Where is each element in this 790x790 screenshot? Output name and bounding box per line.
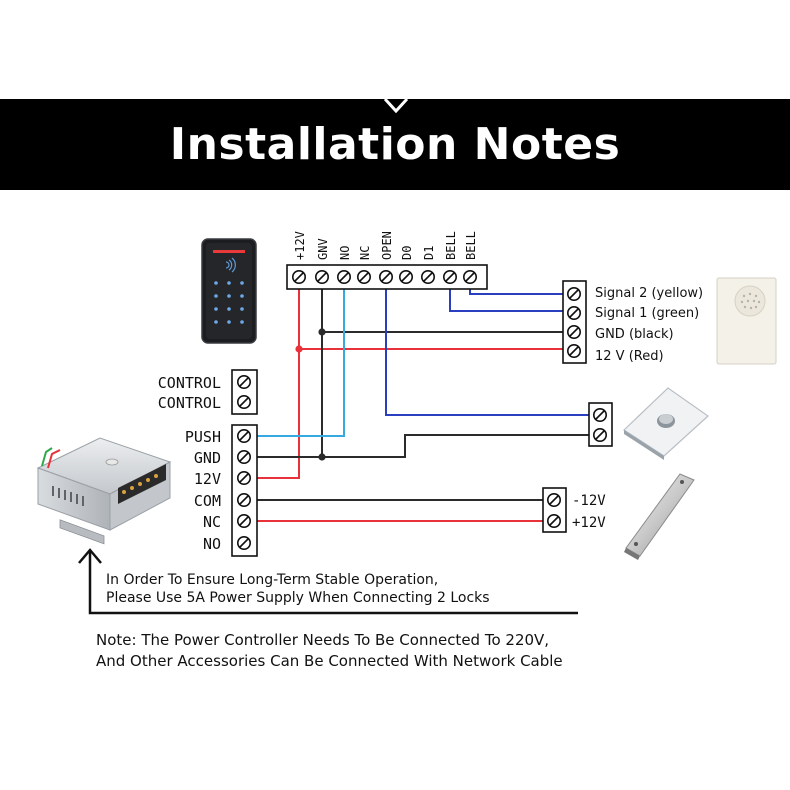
controller-terminal-labels: +12V GNV NO NC OPEN D0 D1 BELL BELL — [293, 231, 478, 260]
exit-button-device — [623, 387, 709, 460]
wire-navy-open — [385, 277, 590, 416]
control-label: CONTROL — [158, 394, 221, 412]
lock-terminal-block — [542, 487, 567, 533]
wire-red-12v-supply — [257, 277, 300, 479]
lock-minus-label: -12V — [572, 493, 606, 509]
doorbell-device — [716, 277, 777, 365]
terminal-label: D0 — [400, 246, 414, 260]
doorbell-terminal-block — [562, 280, 587, 364]
lock-plus-label: +12V — [572, 515, 606, 531]
title-banner: Installation Notes — [0, 98, 790, 190]
nc-label: NC — [203, 513, 221, 531]
12v-label: 12V — [194, 470, 221, 488]
terminal-label: +12V — [293, 231, 307, 260]
arrow-notes: In Order To Ensure Long-Term Stable Oper… — [106, 572, 490, 606]
exit-button-terminal-block — [588, 402, 613, 447]
terminal-label: NO — [338, 246, 352, 260]
wire-black-gnd-button — [322, 434, 590, 458]
control-label: CONTROL — [158, 374, 221, 392]
magnetic-lock-device — [624, 473, 695, 560]
junction-dot — [295, 345, 303, 353]
note-line-2: And Other Accessories Can Be Connected W… — [96, 652, 563, 670]
arrow-note-line-2: Please Use 5A Power Supply When Connecti… — [106, 590, 490, 606]
junction-dot — [318, 453, 326, 461]
doorbell-labels: Signal 2 (yellow) Signal 1 (green) GND (… — [595, 286, 703, 364]
keypad-keys — [214, 281, 244, 324]
rfid-icon — [225, 257, 236, 273]
push-label: PUSH — [185, 428, 221, 446]
signal-1-label: Signal 1 (green) — [595, 306, 699, 321]
note-line-1: Note: The Power Controller Needs To Be C… — [96, 631, 549, 649]
arrow-up-icon — [78, 548, 102, 564]
control-labels: CONTROL CONTROL — [158, 374, 221, 412]
control-terminal-block — [231, 369, 258, 415]
bottom-note: Note: The Power Controller Needs To Be C… — [96, 631, 563, 670]
power-supply-labels: PUSH GND 12V COM NC NO — [185, 428, 221, 553]
power-supply-device — [36, 437, 172, 545]
lock-labels: -12V +12V — [572, 493, 606, 531]
terminal-label: D1 — [422, 246, 436, 260]
keypad-reader — [201, 238, 257, 344]
page-title: Installation Notes — [169, 119, 621, 170]
terminal-label: NC — [358, 246, 372, 260]
signal-2-label: Signal 2 (yellow) — [595, 286, 703, 301]
no-label: NO — [203, 535, 221, 553]
gnd-label: GND (black) — [595, 327, 674, 342]
wire-black-gnd — [257, 277, 323, 458]
terminal-label: BELL — [464, 231, 478, 260]
12v-label: 12 V (Red) — [595, 349, 664, 364]
power-supply-terminal-block — [231, 424, 258, 557]
terminal-label: GNV — [316, 238, 330, 260]
notice-arrow — [78, 548, 578, 615]
terminal-label: BELL — [444, 231, 458, 260]
arrow-note-line-1: In Order To Ensure Long-Term Stable Oper… — [106, 572, 438, 588]
controller-terminal-block — [286, 264, 488, 290]
wire-blue-push — [257, 277, 345, 437]
terminal-label: OPEN — [380, 231, 394, 260]
junction-dot — [318, 328, 326, 336]
gnd-label: GND — [194, 449, 221, 467]
power-supply-terminals — [118, 464, 166, 504]
com-label: COM — [194, 492, 221, 510]
chevron-down-icon — [383, 98, 409, 114]
wires — [257, 277, 590, 522]
